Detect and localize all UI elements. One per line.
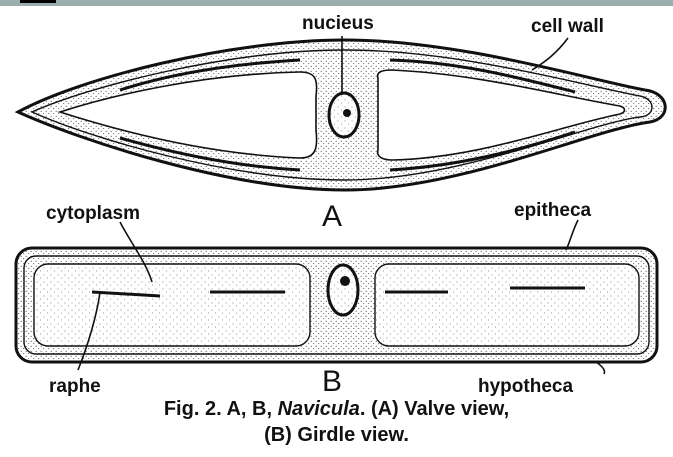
- label-cell-wall: cell wall: [531, 16, 604, 37]
- label-hypotheca: hypotheca: [478, 376, 573, 397]
- girdle-nucleus: [328, 265, 358, 315]
- caption-prefix: Fig. 2. A, B,: [164, 398, 278, 420]
- label-nucleus: nucieus: [302, 13, 374, 34]
- label-raphe: raphe: [49, 376, 101, 397]
- figure-caption-line-1: Fig. 2. A, B, Navicula. (A) Valve view,: [0, 398, 673, 421]
- label-cytoplasm: cytoplasm: [46, 203, 140, 224]
- girdle-nucleolus: [340, 276, 350, 286]
- caption-suffix: . (A) Valve view,: [360, 398, 509, 420]
- leader-epitheca: [566, 220, 578, 250]
- figure-caption-line-2: (B) Girdle view.: [0, 424, 673, 447]
- navicula-figure: nucieus cell wall A cytoplasm epitheca r…: [0, 0, 673, 400]
- label-view-a: A: [322, 200, 342, 233]
- label-view-b: B: [322, 365, 342, 398]
- girdle-vacuole-left: [34, 264, 310, 346]
- girdle-vacuole-right: [375, 264, 639, 346]
- girdle-view-diagram: [16, 248, 657, 362]
- leader-hypotheca: [596, 362, 605, 374]
- caption-genus: Navicula: [278, 398, 360, 420]
- label-epitheca: epitheca: [514, 200, 592, 221]
- valve-nucleolus: [343, 109, 351, 117]
